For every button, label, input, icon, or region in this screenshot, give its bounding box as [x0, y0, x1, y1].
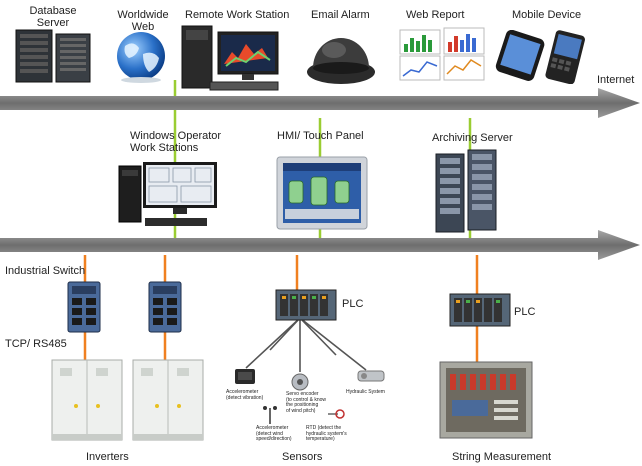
- smartphone-icon: [495, 30, 585, 84]
- server-rack-icon: [15, 29, 91, 83]
- inverter-cabinet-icon-1: [51, 359, 123, 441]
- plc-right-label: PLC: [514, 306, 536, 318]
- accelerometer-wind-label: Accelerometer (detect wind speed/directi…: [256, 425, 292, 442]
- inverter-cabinet-icon-2: [132, 359, 204, 441]
- sensors-label: Sensors: [282, 451, 323, 463]
- report-charts-icon: [399, 27, 485, 81]
- tcp-rs485-label: TCP/ RS485: [5, 338, 67, 350]
- rtd-icon: [328, 409, 345, 419]
- servo-encoder-label: Servo encoder (to control & know the pos…: [286, 391, 327, 414]
- operator-workstation-label: Windows Operator Work Stations: [130, 130, 222, 154]
- touch-panel-icon: [276, 156, 368, 230]
- hydraulic-icon: [357, 370, 385, 382]
- hydraulic-system-label: Hydraulic System: [346, 389, 385, 395]
- remote-workstation-label: Remote Work Station: [185, 9, 290, 21]
- operator-pc-icon: [118, 162, 217, 226]
- workstation-icon: [181, 25, 279, 91]
- accelerometer-icon: [235, 369, 255, 384]
- globe-icon: [117, 32, 165, 83]
- database-server-label: Database Server: [29, 5, 77, 29]
- industrial-switch-label: Industrial Switch: [5, 265, 86, 277]
- email-alarm-label: Email Alarm: [311, 9, 370, 21]
- lan-arrow: [0, 230, 640, 260]
- plc-icon: [275, 289, 337, 321]
- mobile-device-label: Mobile Device: [512, 9, 582, 21]
- archive-server-icon: [435, 149, 497, 233]
- industrial-switch-icon-2: [148, 281, 182, 333]
- internet-label: Internet: [597, 74, 635, 86]
- string-measurement-label: String Measurement: [452, 451, 552, 463]
- dome-camera-icon: [307, 38, 375, 84]
- string-measurement-box-icon: [439, 361, 533, 439]
- worldwide-web-label: Worldwide Web: [117, 9, 169, 33]
- plc-sensor-links: [245, 317, 367, 372]
- archiving-server-label: Archiving Server: [432, 132, 513, 144]
- inverters-label: Inverters: [86, 451, 129, 463]
- accelerometer-vibration-label: Accelerometer (detect vibration): [226, 389, 264, 401]
- web-report-label: Web Report: [406, 9, 465, 21]
- plc-right-icon: [449, 293, 511, 327]
- industrial-switch-icon-1: [67, 281, 101, 333]
- hmi-panel-label: HMI/ Touch Panel: [277, 130, 364, 142]
- internet-arrow: [0, 88, 640, 118]
- servo-encoder-icon: [291, 373, 309, 391]
- anemometer-icon: [263, 406, 277, 424]
- plc-label: PLC: [342, 298, 364, 310]
- rtd-label: RTD (detect the hydraulic system's tempe…: [306, 425, 347, 442]
